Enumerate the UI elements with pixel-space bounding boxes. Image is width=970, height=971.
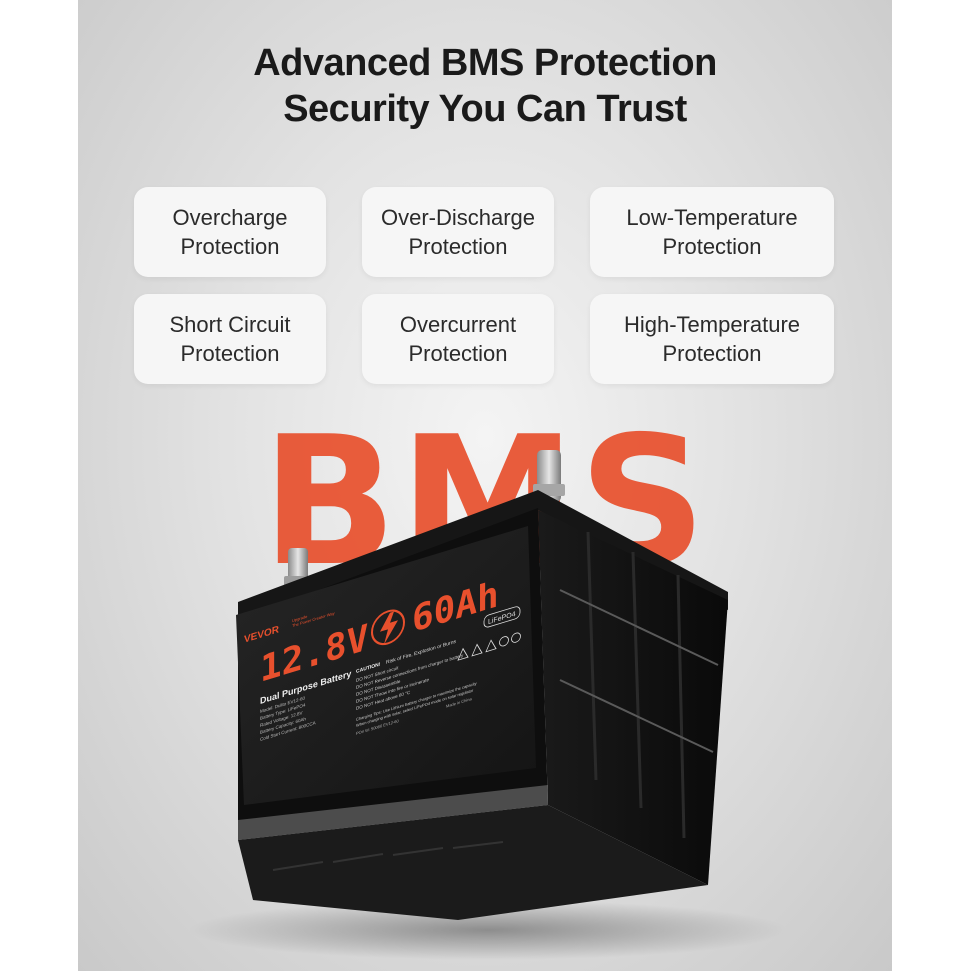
lightning-icon [380, 611, 398, 645]
warning-symbols-icon [457, 632, 521, 661]
headline-line-2: Security You Can Trust [283, 88, 687, 130]
feature-high-temperature: High-Temperature Protection [590, 294, 834, 384]
battery-shadow [188, 900, 788, 960]
battery-base-vents [272, 841, 504, 871]
feature-line-2: Protection [662, 341, 762, 366]
feature-line-1: Overcharge [172, 205, 288, 230]
feature-line-1: Overcurrent [399, 312, 517, 337]
feature-line-2: Protection [180, 234, 280, 259]
lightning-badge [371, 609, 405, 646]
feature-line-1: Low-Temperature [626, 205, 798, 230]
battery-image: VEVOR Upgrade The Power Creator Way 12.8… [188, 450, 788, 960]
battery-label [236, 526, 536, 805]
product-banner: Advanced BMS Protection Security You Can… [78, 0, 892, 971]
battery-side-ribs [559, 531, 719, 839]
feature-line-1: Over-Discharge [380, 205, 536, 230]
feature-line-2: Protection [408, 234, 508, 259]
feature-overcharge: Overcharge Protection [134, 187, 326, 277]
feature-low-temperature: Low-Temperature Protection [590, 187, 834, 277]
battery-base [238, 805, 708, 920]
feature-line-2: Protection [408, 341, 508, 366]
feature-over-discharge: Over-Discharge Protection [362, 187, 554, 277]
feature-line-1: High-Temperature [623, 312, 801, 337]
headline: Advanced BMS Protection Security You Can… [78, 40, 892, 132]
feature-line-2: Protection [662, 234, 762, 259]
label-tagline-1: Upgrade [292, 614, 308, 624]
feature-short-circuit: Short Circuit Protection [134, 294, 326, 384]
feature-line-2: Protection [180, 341, 280, 366]
feature-overcurrent: Overcurrent Protection [362, 294, 554, 384]
headline-line-1: Advanced BMS Protection [253, 42, 717, 84]
feature-line-1: Short Circuit [169, 312, 291, 337]
battery-right-side [538, 510, 728, 885]
